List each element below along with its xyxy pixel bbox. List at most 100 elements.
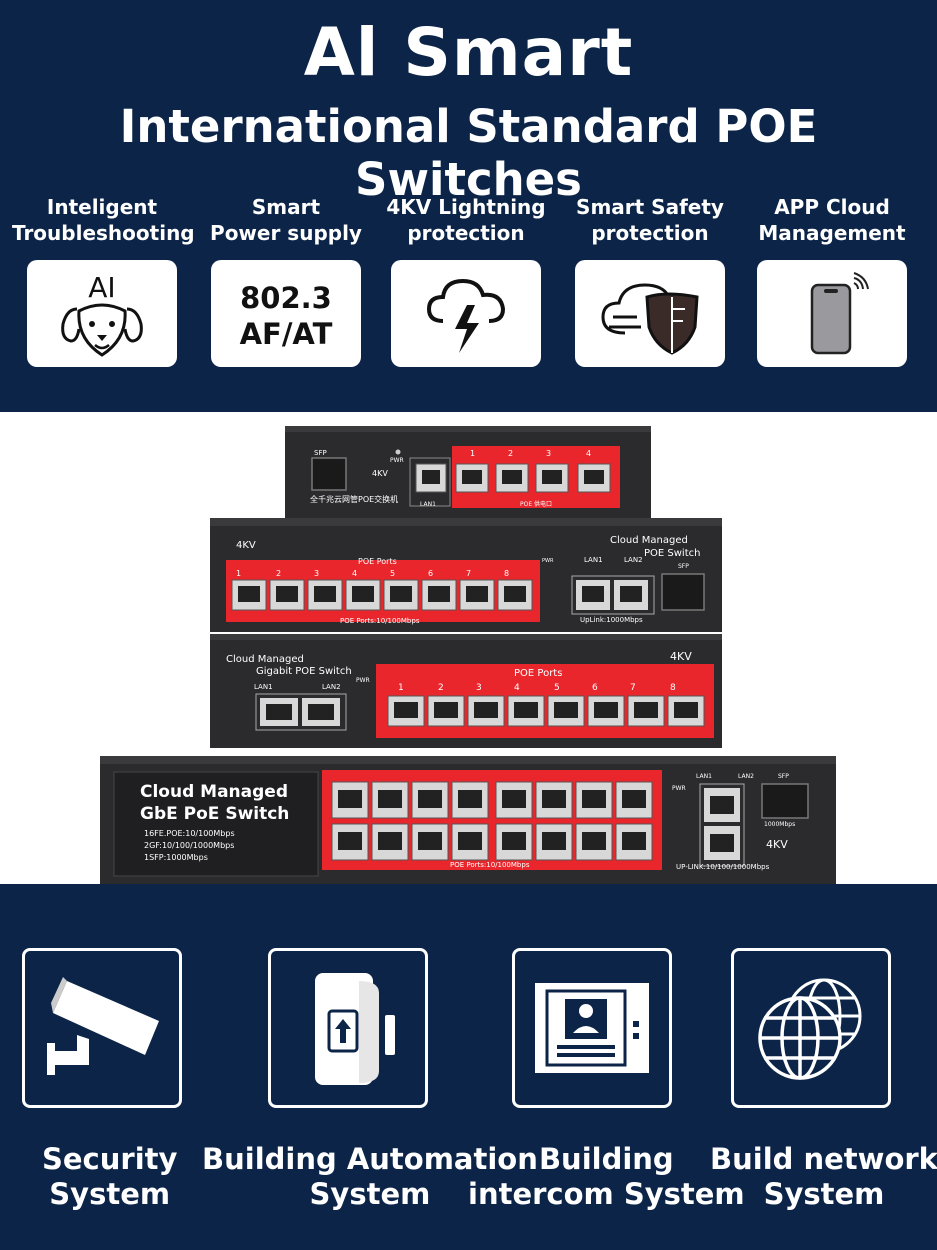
svg-text:4KV: 4KV	[372, 469, 388, 478]
security-camera-icon	[47, 977, 159, 1075]
svg-text:POE Ports: POE Ports	[514, 668, 562, 679]
svg-text:1SFP:1000Mbps: 1SFP:1000Mbps	[144, 853, 208, 862]
svg-text:LAN1: LAN1	[420, 501, 436, 508]
app-security-label: Security System	[42, 1142, 178, 1211]
svg-text:PWR: PWR	[542, 558, 554, 564]
app-automation-label: Building Automation System	[202, 1142, 538, 1211]
feature-label: Smart Safety protection	[576, 195, 724, 245]
svg-text:SFP: SFP	[778, 773, 789, 780]
svg-text:Gigabit POE Switch: Gigabit POE Switch	[256, 666, 352, 677]
globe-network-icon	[758, 978, 862, 1080]
svg-text:AI: AI	[88, 271, 115, 304]
svg-text:7: 7	[466, 569, 471, 578]
switch-4: Cloud Managed GbE PoE Switch 16FE.POE:10…	[100, 756, 836, 884]
feature-label: Smart Power supply	[210, 195, 362, 245]
ai-dog-icon: AI	[61, 271, 143, 357]
svg-text:Cloud Managed: Cloud Managed	[140, 782, 288, 802]
intercom-icon	[535, 983, 649, 1073]
svg-text:4KV: 4KV	[670, 650, 692, 663]
standard-text-icon: 802.3 AF/AT	[240, 281, 333, 351]
svg-text:3: 3	[476, 683, 482, 693]
svg-text:1: 1	[398, 683, 404, 693]
svg-text:2: 2	[508, 449, 513, 458]
svg-text:4: 4	[352, 569, 357, 578]
feature-power-supply: Smart Power supply 802.3 AF/AT	[196, 194, 376, 367]
title-line2: International Standard POE Switches	[119, 100, 818, 206]
feature-icon-box: 802.3 AF/AT	[211, 260, 361, 367]
app-intercom-box	[512, 948, 672, 1108]
app-automation-box	[268, 948, 428, 1108]
svg-text:UpLink:1000Mbps: UpLink:1000Mbps	[580, 616, 643, 624]
switch-1: SFP PWR 4KV 全千兆云网管POE交换机 LAN1 POE 供电口 1 …	[285, 426, 651, 520]
svg-text:2GF:10/100/1000Mbps: 2GF:10/100/1000Mbps	[144, 841, 234, 850]
svg-text:LAN2: LAN2	[322, 683, 341, 691]
feature-safety: Smart Safety protection	[560, 194, 740, 367]
door-sensor-icon	[315, 973, 395, 1085]
feature-icon-box	[391, 260, 541, 367]
header-section: Al Smart International Standard POE Swit…	[0, 0, 937, 412]
feature-icon-box	[757, 260, 907, 367]
app-network-label: Build network System	[710, 1142, 937, 1211]
feature-label: 4KV Lightning protection	[386, 195, 546, 245]
app-intercom-label: Building intercom System	[468, 1142, 745, 1211]
svg-text:POE Switch: POE Switch	[644, 548, 700, 559]
svg-text:LAN2: LAN2	[738, 773, 754, 780]
svg-text:POE 供电口: POE 供电口	[520, 500, 552, 508]
feature-icon-box	[575, 260, 725, 367]
svg-text:8: 8	[504, 569, 509, 578]
svg-text:5: 5	[554, 683, 560, 693]
feature-app-cloud: APP Cloud Management	[742, 194, 922, 367]
svg-text:2: 2	[438, 683, 444, 693]
svg-text:全千兆云网管POE交换机: 全千兆云网管POE交换机	[310, 494, 398, 504]
svg-text:GbE PoE Switch: GbE PoE Switch	[140, 804, 289, 824]
switch-2: 4KV POE Ports POE Ports:10/100Mbps 1 2 3…	[210, 518, 722, 632]
cloud-shield-icon	[601, 282, 699, 355]
svg-text:6: 6	[592, 683, 598, 693]
applications-section: Security System Building Automation Syst…	[0, 884, 937, 1250]
svg-text:3: 3	[546, 449, 551, 458]
lightning-cloud-icon	[426, 278, 506, 353]
svg-text:Cloud Managed: Cloud Managed	[226, 654, 304, 665]
svg-text:POE Ports: POE Ports	[358, 557, 397, 566]
svg-text:AF/AT: AF/AT	[240, 317, 333, 351]
svg-text:1000Mbps: 1000Mbps	[764, 821, 795, 828]
svg-text:4KV: 4KV	[766, 838, 788, 851]
svg-text:802.3: 802.3	[240, 281, 332, 315]
product-image: SFP PWR 4KV 全千兆云网管POE交换机 LAN1 POE 供电口 1 …	[0, 412, 937, 884]
svg-text:4: 4	[586, 449, 591, 458]
svg-text:SFP: SFP	[314, 449, 327, 457]
svg-text:4: 4	[514, 683, 520, 693]
feature-label: APP Cloud Management	[758, 195, 906, 245]
svg-text:2: 2	[276, 569, 281, 578]
svg-text:1: 1	[470, 449, 475, 458]
svg-text:LAN2: LAN2	[624, 556, 643, 564]
svg-text:3: 3	[314, 569, 319, 578]
phone-wifi-icon	[810, 271, 869, 354]
app-security-box	[22, 948, 182, 1108]
app-network-box	[731, 948, 891, 1108]
svg-text:POE Ports:10/100Mbps: POE Ports:10/100Mbps	[450, 861, 530, 869]
svg-text:16FE.POE:10/100Mbps: 16FE.POE:10/100Mbps	[144, 829, 235, 838]
svg-text:LAN1: LAN1	[584, 556, 603, 564]
svg-text:Cloud Managed: Cloud Managed	[610, 535, 688, 546]
feature-label: Inteligent Troubleshooting	[12, 195, 195, 245]
switch-3: Cloud Managed Gigabit POE Switch LAN1 LA…	[210, 634, 722, 748]
svg-text:7: 7	[630, 683, 636, 693]
svg-text:PWR: PWR	[672, 785, 686, 792]
feature-lightning: 4KV Lightning protection	[376, 194, 556, 367]
svg-text:UP-LINK:10/100/1000Mbps: UP-LINK:10/100/1000Mbps	[676, 863, 770, 871]
title-line1: Al Smart	[303, 14, 634, 91]
feature-icon-box: AI	[27, 260, 177, 367]
svg-text:SFP: SFP	[678, 563, 689, 570]
switch-stack-illustration: SFP PWR 4KV 全千兆云网管POE交换机 LAN1 POE 供电口 1 …	[100, 426, 836, 884]
svg-text:POE Ports:10/100Mbps: POE Ports:10/100Mbps	[340, 617, 420, 625]
svg-text:6: 6	[428, 569, 433, 578]
svg-text:4KV: 4KV	[236, 540, 256, 551]
svg-text:LAN1: LAN1	[696, 773, 712, 780]
svg-text:LAN1: LAN1	[254, 683, 273, 691]
svg-text:5: 5	[390, 569, 395, 578]
svg-text:PWR: PWR	[356, 677, 370, 684]
svg-text:8: 8	[670, 683, 676, 693]
svg-text:1: 1	[236, 569, 241, 578]
feature-troubleshooting: Inteligent Troubleshooting AI	[12, 194, 195, 367]
